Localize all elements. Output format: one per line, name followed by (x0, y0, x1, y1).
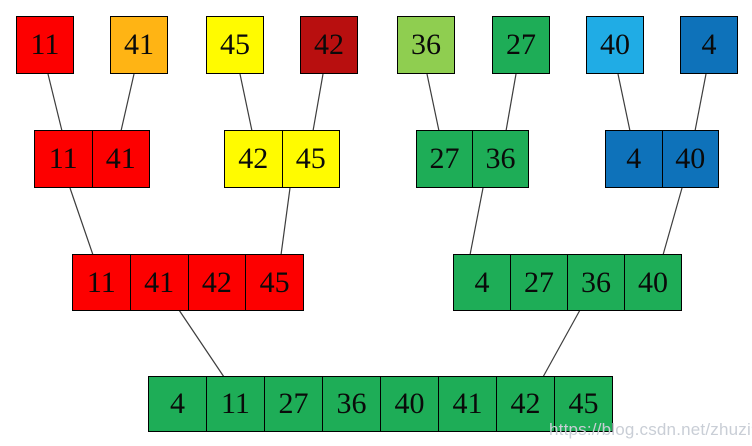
array-cell: 41 (124, 28, 154, 61)
connector-line (239, 73, 253, 132)
connector-line (469, 187, 484, 256)
array-cell: 40 (624, 255, 681, 310)
array-cell: 45 (281, 131, 340, 187)
array-cell: 42 (238, 142, 269, 175)
merged-pair-42-45: 42 45 (224, 130, 340, 188)
connector-line (662, 187, 683, 256)
array-box-41: 41 (110, 16, 168, 74)
array-cell: 45 (245, 255, 303, 310)
array-cell: 36 (567, 255, 624, 310)
array-cell: 11 (86, 265, 116, 299)
array-box-36: 36 (397, 16, 455, 74)
array-cell: 11 (48, 142, 78, 175)
array-cell: 45 (554, 377, 612, 431)
array-cell: 36 (472, 131, 528, 187)
connector-line (178, 309, 225, 378)
final-sorted-array: 4 11 27 36 40 41 42 45 (148, 376, 613, 432)
array-cell: 40 (600, 28, 630, 61)
array-cell: 40 (380, 377, 438, 431)
array-cell: 27 (506, 28, 536, 61)
merged-quad-right: 4 27 36 40 (453, 254, 682, 311)
array-cell: 11 (206, 377, 264, 431)
array-cell: 40 (661, 131, 719, 187)
array-cell: 42 (496, 377, 554, 431)
array-box-4: 4 (680, 16, 738, 74)
connector-line (47, 73, 63, 132)
connector-line (312, 73, 324, 132)
array-cell: 27 (510, 255, 567, 310)
array-box-45: 45 (206, 16, 264, 74)
array-cell: 41 (438, 377, 496, 431)
array-cell: 27 (264, 377, 322, 431)
connector-line (542, 309, 581, 378)
array-cell: 42 (314, 28, 344, 61)
connector-line (426, 73, 440, 132)
connector-line (505, 73, 517, 132)
connector-line (617, 73, 631, 132)
connector-line (694, 73, 707, 132)
merged-pair-11-41: 11 41 (34, 130, 150, 188)
array-cell: 4 (474, 265, 490, 299)
connector-line (69, 187, 94, 256)
connector-line (280, 187, 291, 256)
array-cell: 41 (129, 255, 188, 310)
merged-pair-4-40: 4 40 (605, 130, 719, 188)
array-box-42: 42 (300, 16, 358, 74)
watermark: https://blog.csdn.net/zhuzi9 (549, 420, 752, 439)
array-cell: 4 (701, 28, 717, 61)
array-cell: 41 (91, 131, 150, 187)
array-cell: 42 (187, 255, 246, 310)
merged-pair-27-36: 27 36 (416, 130, 529, 188)
array-box-40: 40 (586, 16, 644, 74)
connector-line (120, 73, 135, 132)
array-cell: 45 (220, 28, 250, 61)
array-box-11: 11 (16, 16, 74, 74)
array-cell: 4 (626, 142, 642, 175)
merged-quad-left: 11 41 42 45 (72, 254, 304, 311)
array-box-27: 27 (492, 16, 550, 74)
array-cell: 4 (170, 387, 185, 420)
array-cell: 36 (411, 28, 441, 61)
array-cell: 11 (30, 28, 60, 61)
array-cell: 27 (429, 142, 460, 175)
array-cell: 36 (322, 377, 380, 431)
